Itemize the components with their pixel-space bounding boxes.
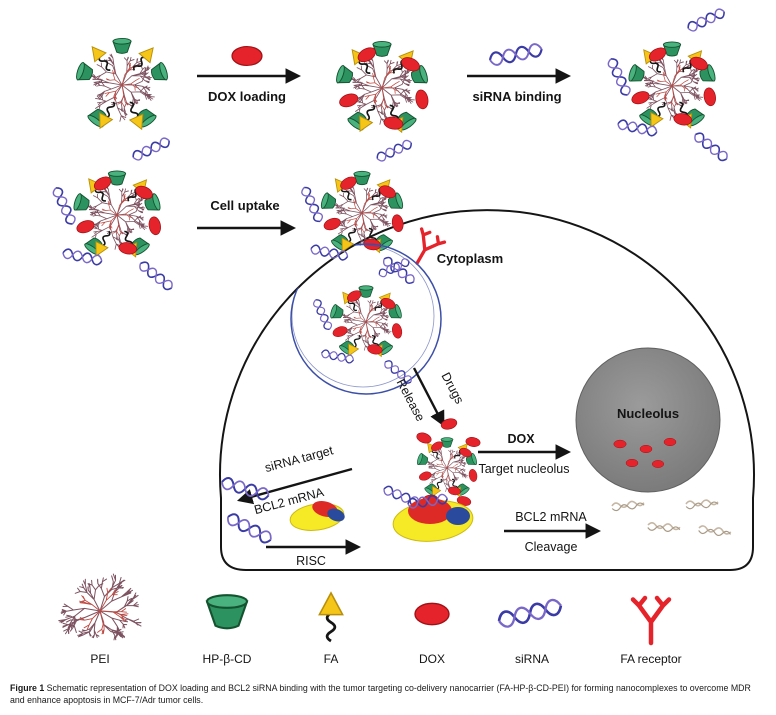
dox-in-nucleolus <box>663 437 677 447</box>
sirna-binding-step: siRNA binding <box>467 41 572 104</box>
nucleolus: Nucleolus <box>575 347 721 493</box>
legend-item-dox: DOX <box>414 602 450 666</box>
vesicle-outline <box>290 243 442 395</box>
bcl2-mrna-label-right: BCL2 mRNA <box>515 510 587 524</box>
vesicle-outline-inner <box>291 244 435 388</box>
target-nucleolus-label: Target nucleolus <box>478 462 569 476</box>
cell-uptake-label: Cell uptake <box>210 198 279 213</box>
dox-oval <box>231 45 263 67</box>
legend-label-pei: PEI <box>90 652 109 666</box>
risc-complex-small <box>289 501 345 531</box>
dox-in-nucleolus <box>639 444 653 454</box>
dox-loading-label: DOX loading <box>208 89 286 104</box>
dox-icon <box>414 602 450 626</box>
sirna-icon <box>495 596 565 630</box>
endosome-vesicle <box>290 243 442 395</box>
sirna-binding-label: siRNA binding <box>472 89 561 104</box>
pei-icon <box>58 573 142 641</box>
cytoplasm-label: Cytoplasm <box>437 251 503 266</box>
legend-label-dox: DOX <box>419 652 445 666</box>
risc-step: RISC <box>266 539 362 568</box>
legend-item-hp-beta-cd: HP-β-CD <box>203 594 252 666</box>
nanocomplex-before-uptake <box>52 136 175 291</box>
legend-label-fa: FA <box>324 652 339 666</box>
drug-release-arrow <box>412 367 445 427</box>
nanocarrier-fa-hp-bcd-pei <box>75 38 169 132</box>
sirna-target-arrow <box>236 467 353 505</box>
sirna-helix <box>487 41 545 68</box>
dox-label: DOX <box>507 432 535 446</box>
legend-label-sirna: siRNA <box>515 652 549 666</box>
fa-receptor-icon <box>633 598 669 643</box>
legend-item-fa: FA <box>317 591 345 666</box>
legend-item-sirna: siRNA <box>495 596 565 666</box>
legend-label-hp-beta-cd: HP-β-CD <box>203 652 252 666</box>
dox-in-nucleolus <box>625 458 639 468</box>
fa-icon <box>317 591 345 643</box>
dox-in-nucleolus <box>651 460 665 468</box>
risc-label: RISC <box>296 554 326 568</box>
legend: PEI HP-β-CD FA DOX siRNA FA receptor <box>58 573 682 666</box>
dox-loading-step: DOX loading <box>197 45 302 104</box>
nanocomplex-dox-sirna <box>607 7 730 162</box>
figure-caption: Figure 1 Schematic representation of DOX… <box>10 682 766 707</box>
hp-beta-cd-icon <box>206 594 248 630</box>
nucleolus-body <box>575 347 721 493</box>
dox-to-nucleolus-step: DOX Target nucleolus <box>478 432 572 476</box>
nucleolus-label: Nucleolus <box>617 406 679 421</box>
nanocarrier-with-dox <box>335 41 430 135</box>
cleavage-step: BCL2 mRNA Cleavage <box>504 510 602 554</box>
legend-item-fa-receptor: FA receptor <box>620 598 682 666</box>
legend-item-pei: PEI <box>58 573 142 666</box>
cleavage-label: Cleavage <box>525 540 578 554</box>
dox-in-nucleolus <box>613 439 627 449</box>
caption-text: Schematic representation of DOX loading … <box>10 683 751 706</box>
legend-label-fa-receptor: FA receptor <box>620 652 681 666</box>
figure-number: Figure 1 <box>10 683 45 693</box>
cell-uptake-step: Cell uptake <box>197 198 297 236</box>
